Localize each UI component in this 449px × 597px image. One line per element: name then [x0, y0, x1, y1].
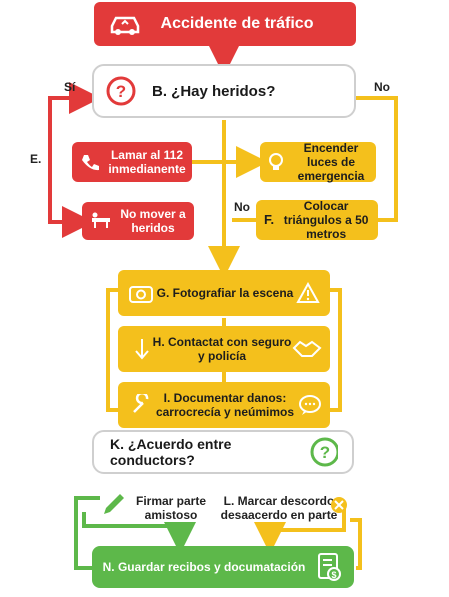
guardar-text: N. Guardar recibos y documatación — [102, 560, 306, 574]
colocar-box: F. Colocar triángulos a 50 metros — [256, 199, 378, 241]
marcar-text: L. Marcar descordo desaacerdo en parte — [220, 494, 338, 522]
warning-icon — [296, 282, 320, 303]
contactar-text: H. Contactat con seguro y policía — [152, 335, 292, 363]
page-title: Accidente de tráfico — [160, 15, 314, 32]
question-b-box: ? B. ¿Hay heridos? — [92, 64, 356, 118]
no-mover-text: No mover a heridos — [120, 207, 186, 235]
label-no-mid: No — [234, 200, 250, 214]
receipt-icon: $ — [318, 553, 341, 581]
no-mover-box: No mover a heridos — [82, 202, 194, 240]
svg-text:$: $ — [331, 570, 336, 580]
question-green-icon: ? — [310, 437, 338, 467]
svg-text:?: ? — [116, 82, 126, 101]
pen-icon — [104, 494, 124, 514]
title-box: Accidente de tráfico — [94, 2, 356, 46]
label-e: E. — [30, 152, 42, 166]
arrow-down-icon — [135, 339, 149, 360]
stretcher-icon — [92, 212, 110, 228]
car-crash-icon — [110, 16, 140, 35]
encender-box: Encender luces de emergencia — [260, 141, 376, 183]
question-b-text: B. ¿Hay heridos? — [152, 82, 276, 100]
documentar-box: I. Documentar danos: carrocrecía y neúmi… — [118, 382, 330, 428]
fotografiar-text: G. Fotografiar la escena — [156, 286, 294, 300]
wrench-icon — [133, 394, 149, 413]
label-si: Sí — [64, 80, 76, 94]
question-k-box: K. ¿Acuerdo entre conductors? ? — [92, 430, 354, 474]
camera-icon — [129, 286, 153, 303]
call-112-box: Lamar al 112 inmedianente — [72, 142, 192, 182]
chat-icon — [299, 395, 321, 415]
documentar-text: I. Documentar danos: carrocrecía y neúmi… — [155, 391, 295, 419]
fotografiar-box: G. Fotografiar la escena — [118, 270, 330, 316]
label-f: F. — [264, 212, 275, 227]
call-112-text: Lamar al 112 inmedianente — [108, 148, 186, 176]
question-icon: ? — [106, 76, 136, 106]
question-k-text: K. ¿Acuerdo entre conductors? — [110, 436, 232, 468]
guardar-box: N. Guardar recibos y documatación $ — [92, 546, 354, 588]
firmar-text: Firmar parte amistoso — [135, 494, 207, 522]
label-no-top: No — [374, 80, 390, 94]
cancel-icon — [331, 497, 347, 513]
svg-text:?: ? — [319, 443, 329, 462]
colocar-text: Colocar triángulos a 50 metros — [283, 199, 369, 241]
lightbulb-icon — [269, 153, 283, 170]
contactar-box: H. Contactat con seguro y policía — [118, 326, 330, 372]
encender-text: Encender luces de emergencia — [297, 141, 365, 183]
handshake-icon — [292, 340, 322, 357]
phone-icon — [82, 155, 99, 171]
